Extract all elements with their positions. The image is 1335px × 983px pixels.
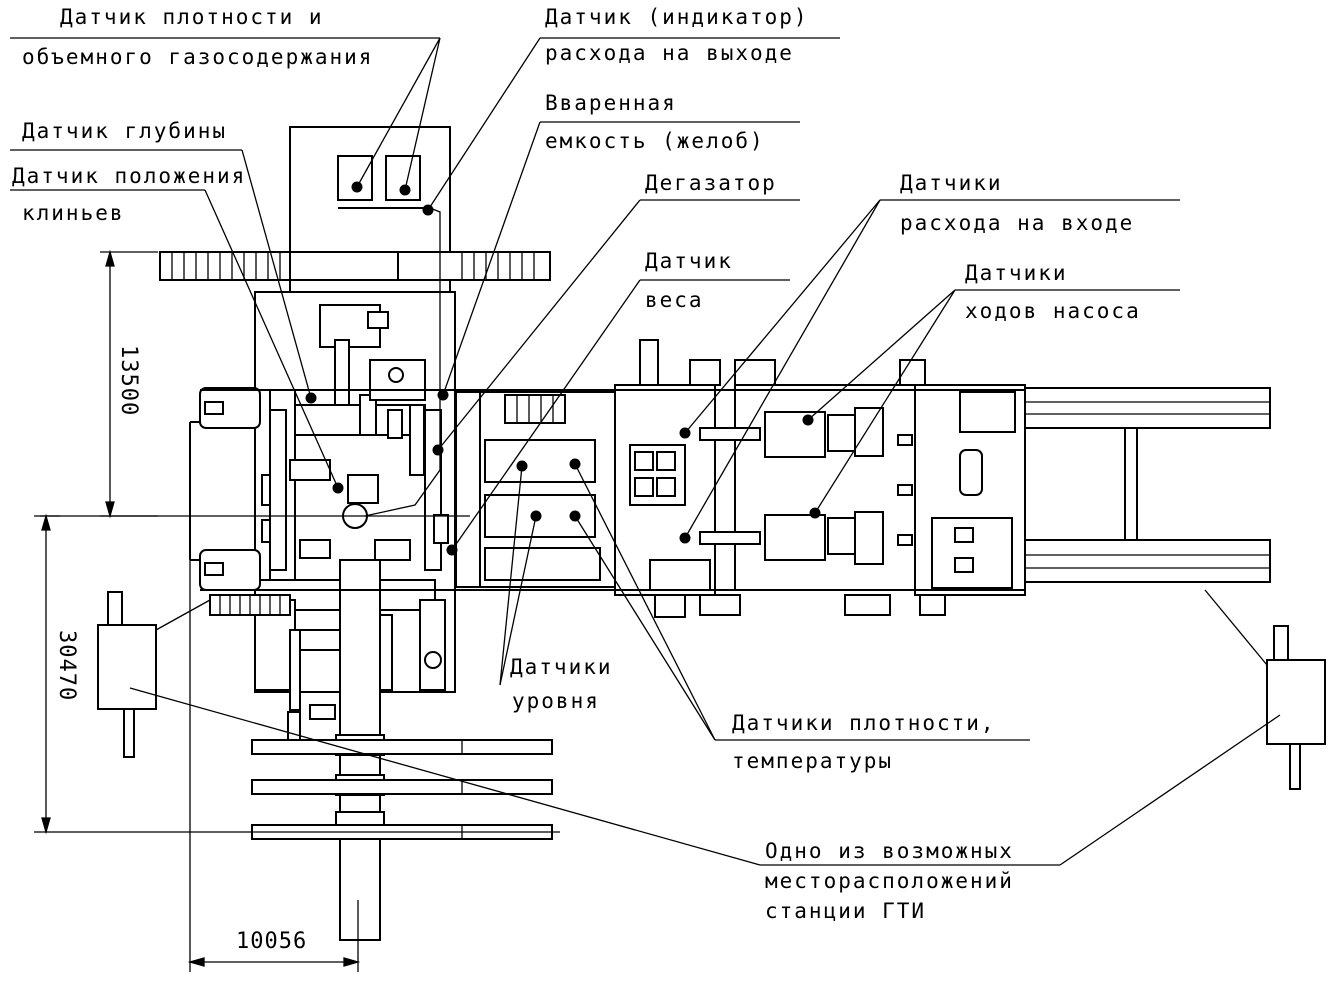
label-depth: Датчик глубины — [22, 119, 227, 143]
labels: Датчик плотности и объемного газосодержа… — [12, 5, 1141, 923]
label-strokes-2: ходов насоса — [965, 299, 1141, 323]
label-level-2: уровня — [512, 689, 600, 713]
label-weight-1: Датчик — [645, 249, 733, 273]
label-station-2: месторасположений — [765, 869, 1014, 893]
label-inflow-2: расхода на входе — [900, 211, 1134, 235]
label-strokes-1: Датчики — [965, 261, 1068, 285]
dim-13500: 13500 — [116, 345, 141, 416]
label-wedges-1: Датчик положения — [12, 164, 246, 188]
rail-bottom — [1024, 539, 1271, 583]
leader-lines — [10, 37, 1281, 866]
dimension-labels: 13500 30470 10056 — [54, 345, 307, 954]
dimension-lines — [34, 249, 560, 972]
label-level-1: Датчики — [510, 655, 613, 679]
label-welded-2: емкость (желоб) — [545, 129, 765, 153]
dim-10056: 10056 — [236, 929, 307, 954]
gti-station-left — [97, 624, 157, 710]
label-outflow-1: Датчик (индикатор) — [545, 5, 809, 29]
rail-top — [1024, 387, 1271, 429]
sensor-housing-right — [385, 155, 421, 201]
label-density-gas-2: объемного газосодержания — [22, 45, 373, 69]
label-density-gas-1: Датчик плотности и — [60, 5, 324, 29]
label-inflow-1: Датчики — [900, 171, 1003, 195]
label-station-1: Одно из возможных — [765, 839, 1014, 863]
sensor-housing-left — [337, 155, 373, 201]
label-density-temp-2: температуры — [732, 749, 893, 773]
label-wedges-2: клиньев — [22, 201, 125, 225]
label-station-3: станции ГТИ — [765, 899, 926, 923]
label-welded-1: Вваренная — [545, 91, 677, 115]
dim-30470: 30470 — [54, 630, 79, 701]
label-weight-2: веса — [645, 288, 704, 312]
label-degasser: Дегазатор — [645, 171, 777, 195]
label-outflow-2: расхода на выходе — [545, 41, 794, 65]
gti-station-right — [1266, 659, 1326, 745]
label-density-temp-1: Датчики плотности, — [732, 711, 996, 735]
